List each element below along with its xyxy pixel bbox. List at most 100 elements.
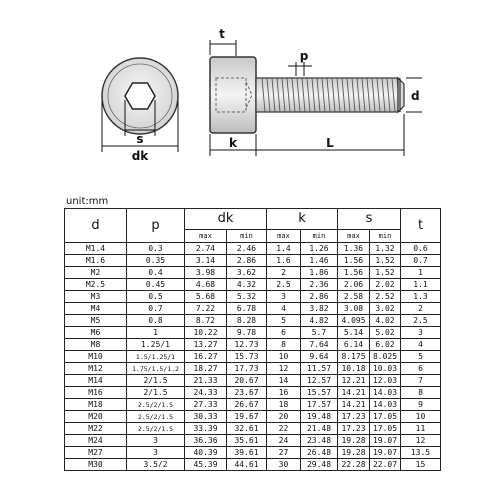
table-cell: 3 bbox=[126, 434, 185, 447]
table-cell: M1.6 bbox=[64, 254, 127, 267]
table-cell: 5.7 bbox=[300, 326, 338, 339]
table-cell: 14.03 bbox=[369, 398, 401, 411]
table-cell: 16 bbox=[266, 386, 301, 399]
table-cell: 12 bbox=[400, 434, 441, 447]
table-cell: 0.6 bbox=[400, 242, 441, 255]
table-cell: 20.67 bbox=[226, 374, 267, 387]
table-cell: 22.07 bbox=[369, 458, 401, 471]
table-cell: M30 bbox=[64, 458, 127, 471]
table-cell: 15 bbox=[400, 458, 441, 471]
table-cell: 35.61 bbox=[226, 434, 267, 447]
label-s: s bbox=[136, 132, 143, 146]
table-cell: 3 bbox=[126, 446, 185, 459]
table-cell: 17.73 bbox=[226, 362, 267, 375]
table-cell: 29.48 bbox=[300, 458, 338, 471]
table-cell: 1.46 bbox=[300, 254, 338, 267]
table-cell: M18 bbox=[64, 398, 127, 411]
table-cell: 4.68 bbox=[184, 278, 227, 291]
table-cell: 2.5/2/1.5 bbox=[126, 422, 185, 435]
header-s: s bbox=[337, 208, 401, 230]
table-cell: M4 bbox=[64, 302, 127, 315]
table-cell: 15.73 bbox=[226, 350, 267, 363]
table-cell: 5.02 bbox=[369, 326, 401, 339]
table-cell: 13.27 bbox=[184, 338, 227, 351]
p-dimension bbox=[288, 62, 312, 76]
table-cell: 4.02 bbox=[369, 314, 401, 327]
table-cell: 1.26 bbox=[300, 242, 338, 255]
label-dk: dk bbox=[132, 149, 150, 163]
table-cell: 1.25/1 bbox=[126, 338, 185, 351]
subheader-min: min bbox=[369, 229, 401, 243]
table-cell: 19.07 bbox=[369, 446, 401, 459]
table-cell: 18.27 bbox=[184, 362, 227, 375]
table-cell: M6 bbox=[64, 326, 127, 339]
subheader-min: min bbox=[226, 229, 267, 243]
table-cell: 16.27 bbox=[184, 350, 227, 363]
table-cell: 12.03 bbox=[369, 374, 401, 387]
table-cell: 33.39 bbox=[184, 422, 227, 435]
table-cell: 10.22 bbox=[184, 326, 227, 339]
table-cell: 2.06 bbox=[337, 278, 370, 291]
table-cell: 40.39 bbox=[184, 446, 227, 459]
subheader-max: max bbox=[184, 229, 227, 243]
table-cell: 0.35 bbox=[126, 254, 185, 267]
table-cell: 1.3 bbox=[400, 290, 441, 303]
head-top-view bbox=[101, 57, 179, 135]
table-cell: 26.67 bbox=[226, 398, 267, 411]
table-cell: 32.61 bbox=[226, 422, 267, 435]
table-cell: 0.7 bbox=[126, 302, 185, 315]
table-cell: 2.74 bbox=[184, 242, 227, 255]
table-cell: 3.14 bbox=[184, 254, 227, 267]
table-cell: 0.45 bbox=[126, 278, 185, 291]
table-cell: 2.86 bbox=[226, 254, 267, 267]
table-cell: 1.52 bbox=[369, 254, 401, 267]
table-cell: 36.36 bbox=[184, 434, 227, 447]
table-cell: 2.52 bbox=[369, 290, 401, 303]
table-cell: 9.64 bbox=[300, 350, 338, 363]
table-cell: 10.03 bbox=[369, 362, 401, 375]
table-cell: 3.98 bbox=[184, 266, 227, 279]
table-cell: 8 bbox=[400, 386, 441, 399]
table-cell: 0.5 bbox=[126, 290, 185, 303]
table-cell: 1.36 bbox=[337, 242, 370, 255]
table-cell: 21.48 bbox=[300, 422, 338, 435]
table-cell: 19.28 bbox=[337, 446, 370, 459]
header-dk: dk bbox=[184, 208, 267, 230]
table-cell: 14.03 bbox=[369, 386, 401, 399]
table-cell: 12 bbox=[266, 362, 301, 375]
table-cell: 13.5 bbox=[400, 446, 441, 459]
table-cell: 10 bbox=[266, 350, 301, 363]
table-cell: 2.02 bbox=[369, 278, 401, 291]
table-cell: 2.5/2/1.5 bbox=[126, 398, 185, 411]
table-cell: 2/1.5 bbox=[126, 374, 185, 387]
table-cell: 0.7 bbox=[400, 254, 441, 267]
table-cell: 2 bbox=[400, 302, 441, 315]
table-cell: 4 bbox=[266, 302, 301, 315]
table-cell: 1.1 bbox=[400, 278, 441, 291]
table-cell: 4.32 bbox=[226, 278, 267, 291]
table-cell: 5.32 bbox=[226, 290, 267, 303]
table-cell: 2.36 bbox=[300, 278, 338, 291]
table-cell: 6 bbox=[400, 362, 441, 375]
table-cell: M24 bbox=[64, 434, 127, 447]
s-dimension bbox=[124, 100, 156, 136]
table-cell: 2.86 bbox=[300, 290, 338, 303]
table-cell: 22 bbox=[266, 422, 301, 435]
L-dimension bbox=[255, 114, 405, 156]
label-d: d bbox=[411, 89, 420, 103]
header-d: d bbox=[64, 208, 127, 243]
table-cell: 12.57 bbox=[300, 374, 338, 387]
screw-side-view bbox=[209, 56, 405, 134]
table-cell: 1.56 bbox=[337, 266, 370, 279]
table-cell: 19.48 bbox=[300, 410, 338, 423]
